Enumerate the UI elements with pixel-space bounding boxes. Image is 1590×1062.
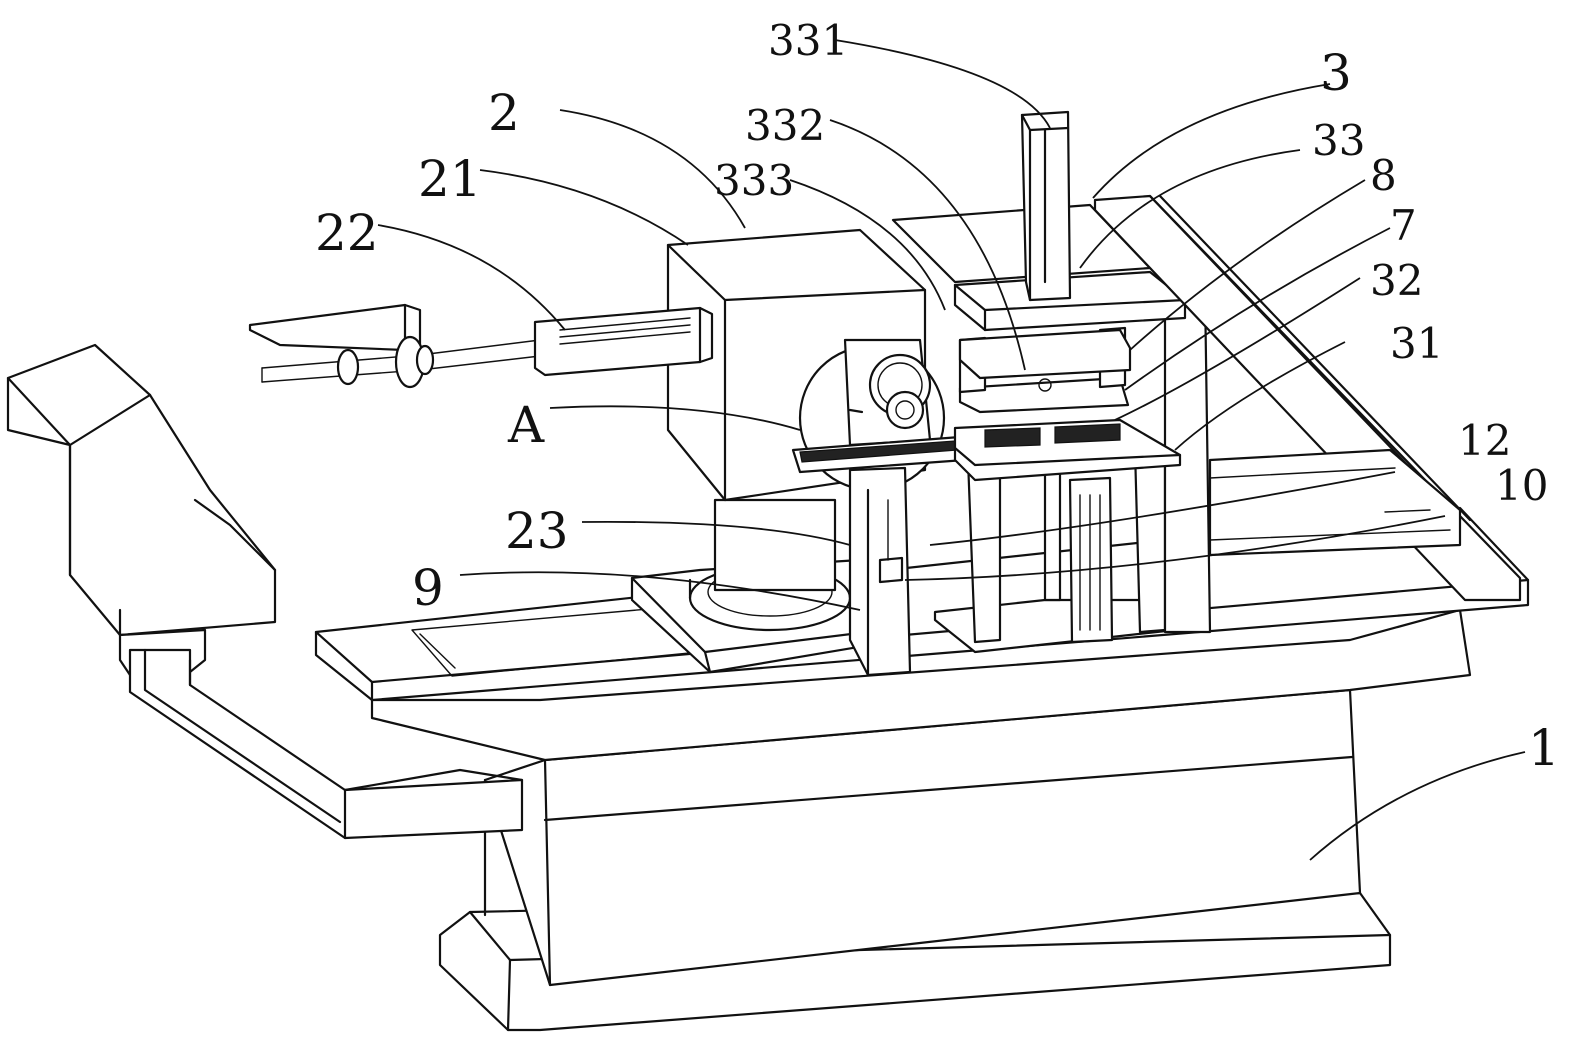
clamp-arm-assembly [250, 305, 712, 387]
label-12: 12 [1458, 416, 1511, 465]
label-22: 22 [315, 204, 379, 262]
label-23: 23 [505, 502, 569, 560]
label-31: 31 [1390, 319, 1443, 368]
control-panel [8, 345, 522, 838]
label-10: 10 [1495, 461, 1548, 510]
label-21: 21 [418, 150, 482, 208]
label-8: 8 [1370, 151, 1397, 200]
label-a: A [507, 396, 545, 454]
label-32: 32 [1370, 256, 1423, 305]
label-331: 331 [768, 16, 848, 65]
label-333: 333 [714, 156, 794, 205]
lower-tool [850, 468, 910, 675]
label-33: 33 [1312, 116, 1365, 165]
label-2: 2 [488, 84, 520, 142]
label-332: 332 [745, 101, 825, 150]
label-9: 9 [412, 559, 444, 617]
machine-base [316, 508, 1528, 1030]
label-3: 3 [1320, 44, 1352, 102]
label-7: 7 [1390, 201, 1417, 250]
label-1: 1 [1528, 719, 1560, 777]
